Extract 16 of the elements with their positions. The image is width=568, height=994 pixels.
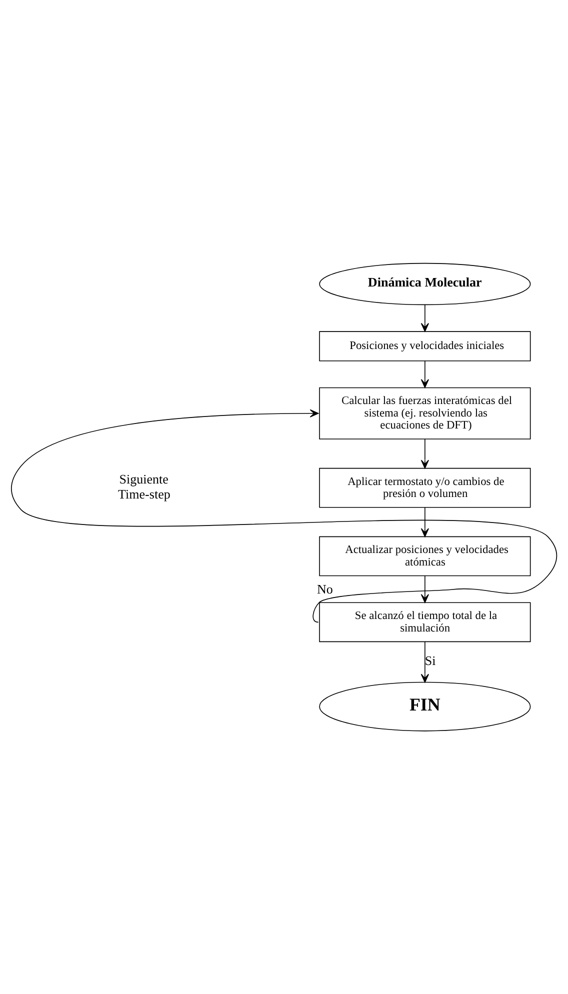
- node-box: Actualizar posiciones y velocidades atómicas: [319, 536, 531, 576]
- arrow: [420, 507, 429, 538]
- node-box: Calcular las fuerzas interatómicas del sistema (ej. resolviendo las ecuaciones de DFT): [319, 387, 531, 440]
- node-box: Se alcanzó el tiempo total de la simulación: [319, 602, 531, 642]
- node-ellipse: FIN: [319, 682, 531, 732]
- arrow: [420, 438, 429, 469]
- edge-label: No: [317, 581, 333, 596]
- node-box: Posiciones y velocidades iniciales: [319, 331, 531, 362]
- node-box: Aplicar termostato y/o cambios de presión o volumen: [319, 468, 531, 508]
- edge-label: Si: [424, 653, 436, 668]
- arrow: [420, 304, 429, 332]
- arrow: [420, 360, 429, 388]
- arrow: [420, 641, 429, 683]
- node-ellipse: Dinámica Molecular: [319, 262, 531, 306]
- label: Siguiente Time-step: [118, 472, 170, 502]
- arrow: [420, 576, 429, 603]
